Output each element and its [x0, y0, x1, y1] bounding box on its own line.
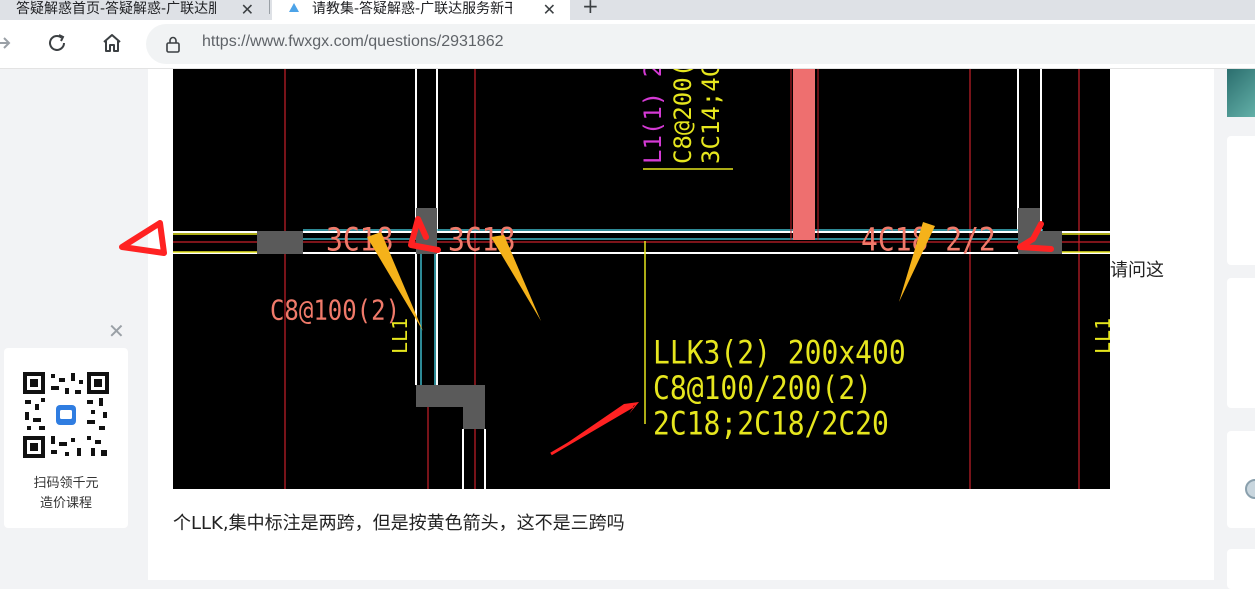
- yellow-arrow: [899, 222, 935, 302]
- tab-question[interactable]: 请教集-答疑解惑-广联达服务新干线 ✕: [272, 0, 570, 20]
- question-content: 3C18 3C18 4C18 2/2 C8@100(2) LLK3(2) 200…: [148, 69, 1214, 580]
- beam-stirrup-label: C8@100/200(2): [653, 370, 872, 407]
- qr-promo-card[interactable]: 扫码领千元 造价课程: [4, 348, 128, 528]
- reload-icon: [49, 34, 65, 51]
- l1-name-label: L1(1) 200: [639, 69, 667, 164]
- red-mark: [408, 216, 441, 253]
- l1-stirrup-label: C8@200(2: [669, 69, 697, 164]
- page-body: ✕ 扫码领千元: [0, 69, 1255, 589]
- tab-home[interactable]: 答疑解惑首页-答疑解惑-广联达服务新干线 ✕: [0, 0, 268, 20]
- question-text-right: 请问这: [1110, 260, 1164, 281]
- close-icon[interactable]: ✕: [240, 0, 254, 19]
- beam-rebar-label: 2C18;2C18/2C20: [653, 406, 889, 443]
- arrow-right-icon: [0, 37, 11, 49]
- stirrup-label: C8@100(2): [270, 295, 400, 327]
- cad-drawing-image: 3C18 3C18 4C18 2/2 C8@100(2) LLK3(2) 200…: [173, 69, 1110, 489]
- tab-strip: 答疑解惑首页-答疑解惑-广联达服务新干线 ✕ 请教集-答疑解惑-广联达服务新干线…: [0, 0, 1255, 20]
- column-block: [793, 69, 815, 240]
- home-icon: [103, 34, 121, 52]
- rail-card[interactable]: [1227, 549, 1255, 589]
- address-bar[interactable]: https://www.fwxgx.com/questions/2931862: [146, 24, 1255, 64]
- forward-button[interactable]: [0, 28, 18, 58]
- tab-title: 答疑解惑首页-答疑解惑-广联达服务新干线: [16, 1, 216, 17]
- ll-label: LL1: [1091, 318, 1110, 354]
- close-icon[interactable]: ✕: [108, 319, 125, 343]
- column-block: [416, 385, 485, 429]
- tab-separator: [269, 0, 270, 14]
- rail-card[interactable]: [1227, 278, 1255, 408]
- column-block: [257, 231, 303, 254]
- l1-rebar-label: 3C14;4C: [697, 69, 725, 164]
- beam-name-label: LLK3(2) 200x400: [653, 335, 906, 372]
- avatar-icon: [1245, 479, 1255, 499]
- reload-button[interactable]: [42, 28, 72, 58]
- tab-title: 请教集-答疑解惑-广联达服务新干线: [312, 1, 512, 17]
- close-icon[interactable]: ✕: [542, 0, 556, 19]
- home-button[interactable]: [97, 28, 127, 58]
- rail-card[interactable]: [1227, 136, 1255, 265]
- red-mark: [119, 220, 167, 256]
- question-text-body: 个LLK,集中标注是两跨，但是按黄色箭头，这不是三跨吗: [173, 513, 625, 534]
- rail-thumbnail[interactable]: [1227, 69, 1255, 117]
- qr-label-line1: 扫码领千元: [33, 476, 99, 491]
- qr-code-icon: [21, 370, 111, 460]
- qr-label-line2: 造价课程: [39, 496, 92, 511]
- red-mark: [1017, 221, 1054, 252]
- new-tab-button[interactable]: +: [582, 0, 599, 18]
- rail-card[interactable]: [1227, 431, 1255, 528]
- yellow-arrow: [367, 232, 423, 331]
- cad-drawing: 3C18 3C18 4C18 2/2 C8@100(2) LLK3(2) 200…: [173, 69, 1110, 489]
- red-arrow: [550, 404, 634, 456]
- lock-icon[interactable]: [164, 35, 182, 53]
- yellow-arrow: [491, 235, 541, 321]
- url-text[interactable]: https://www.fwxgx.com/questions/2931862: [202, 33, 504, 50]
- ll-label: LL1: [388, 318, 412, 354]
- browser-toolbar: https://www.fwxgx.com/questions/2931862: [0, 20, 1255, 69]
- site-favicon-icon: [289, 3, 299, 12]
